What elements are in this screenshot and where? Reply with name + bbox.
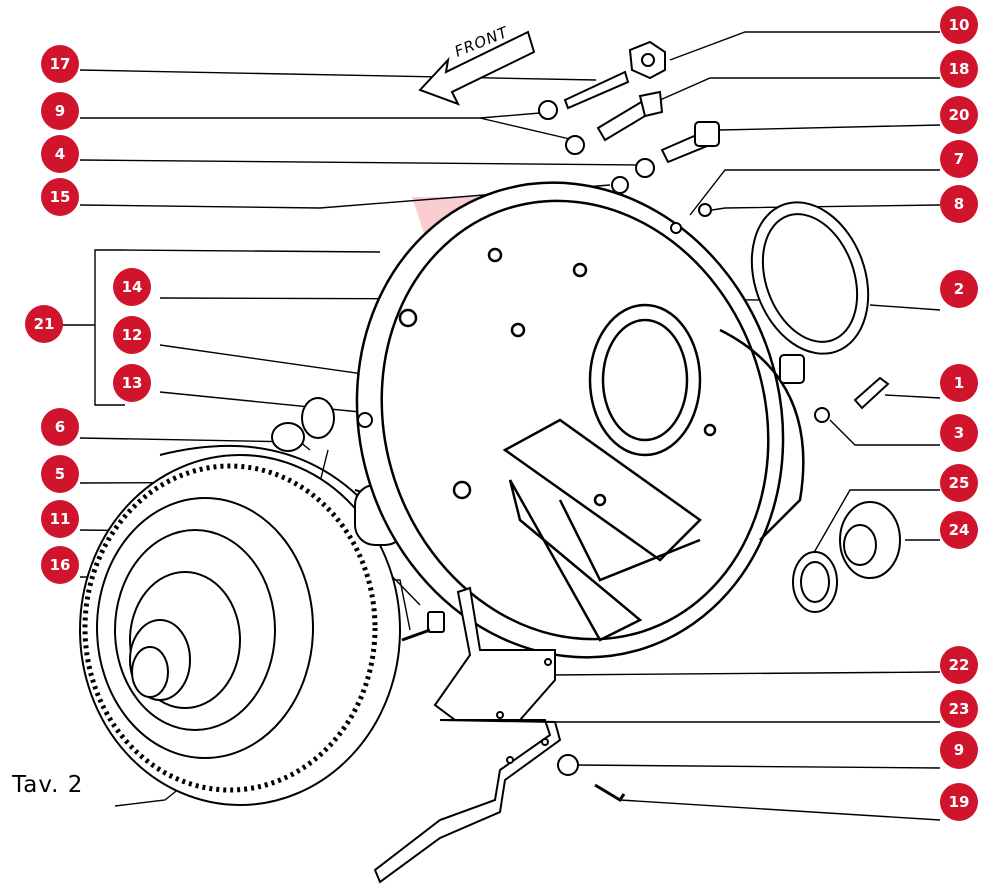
small-parts bbox=[271, 40, 901, 803]
callout-8[interactable]: 8 bbox=[940, 185, 978, 223]
callout-14[interactable]: 14 bbox=[113, 268, 151, 306]
callout-10[interactable]: 10 bbox=[940, 6, 978, 44]
callout-2[interactable]: 2 bbox=[940, 270, 978, 308]
front-arrow bbox=[418, 30, 536, 106]
callout-5[interactable]: 5 bbox=[41, 455, 79, 493]
callout-6[interactable]: 6 bbox=[41, 408, 79, 446]
flywheel-housing bbox=[355, 181, 805, 659]
callout-12[interactable]: 12 bbox=[113, 316, 151, 354]
callout-17[interactable]: 17 bbox=[41, 45, 79, 83]
callout-13[interactable]: 13 bbox=[113, 364, 151, 402]
callout-9-top[interactable]: 9 bbox=[41, 92, 79, 130]
figure-caption: Tav. 2 bbox=[12, 772, 84, 798]
callout-15[interactable]: 15 bbox=[41, 178, 79, 216]
callout-1[interactable]: 1 bbox=[940, 364, 978, 402]
callout-4[interactable]: 4 bbox=[41, 135, 79, 173]
callout-11[interactable]: 11 bbox=[41, 500, 79, 538]
callout-25[interactable]: 25 bbox=[940, 464, 978, 502]
brackets bbox=[373, 586, 562, 884]
callout-16[interactable]: 16 bbox=[41, 546, 79, 584]
callout-7[interactable]: 7 bbox=[940, 140, 978, 178]
callout-18[interactable]: 18 bbox=[940, 50, 978, 88]
callout-21[interactable]: 21 bbox=[25, 305, 63, 343]
callout-9-bottom[interactable]: 9 bbox=[940, 731, 978, 769]
torque-converter bbox=[79, 445, 411, 806]
callout-22[interactable]: 22 bbox=[940, 646, 978, 684]
callout-19[interactable]: 19 bbox=[940, 783, 978, 821]
callout-20[interactable]: 20 bbox=[940, 96, 978, 134]
callout-24[interactable]: 24 bbox=[940, 511, 978, 549]
callout-3[interactable]: 3 bbox=[940, 414, 978, 452]
callout-23[interactable]: 23 bbox=[940, 690, 978, 728]
